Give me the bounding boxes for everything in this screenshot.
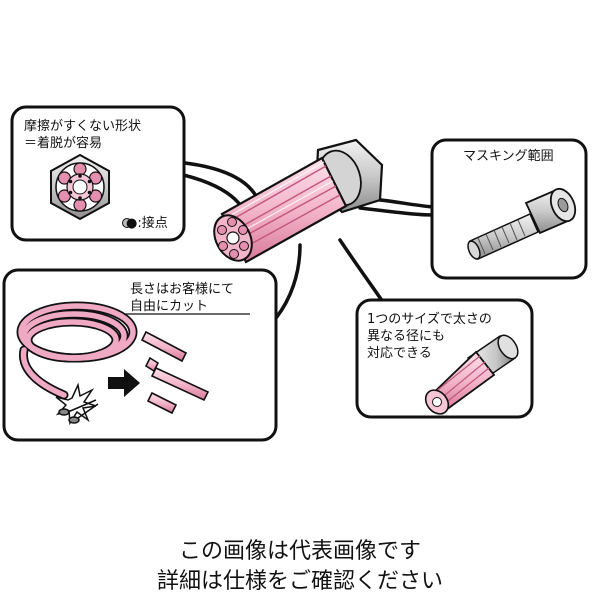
contact-point-legend: ●:接点 — [126, 216, 168, 231]
size-callout-line3: 対応できる — [367, 346, 432, 361]
hex-nut-cross-section-icon — [50, 153, 110, 221]
size-callout-line2: 異なる径にも — [367, 329, 446, 344]
caption-line1: この画像は代表画像です — [178, 539, 421, 564]
cut-spark-icon — [55, 382, 97, 426]
arrow-right-icon — [108, 369, 140, 397]
callout-box-size — [355, 298, 534, 419]
contact-point-legend-dot — [122, 218, 132, 228]
scissors-icon — [58, 399, 99, 424]
length-callout-line1: 長さはお客様にて — [130, 282, 235, 297]
cut-tube-pieces-icon — [140, 330, 210, 415]
shape-callout-line1: 摩擦がすくない形状 — [24, 119, 142, 134]
sleeve-product-icon — [213, 138, 384, 264]
rod-with-sleeve-icon — [424, 334, 519, 415]
coiled-tube-icon — [16, 301, 138, 400]
size-callout-line1: 1つのサイズで太さの — [367, 312, 492, 327]
shape-callout-line2: ＝着脱が容易 — [24, 136, 103, 151]
caption-line2: 詳細は仕様をご確認ください — [156, 569, 443, 594]
length-callout-line2: 自由にカット — [130, 299, 209, 314]
masking-callout-title: マスキング範囲 — [463, 149, 554, 164]
bolt-icon — [467, 187, 577, 260]
